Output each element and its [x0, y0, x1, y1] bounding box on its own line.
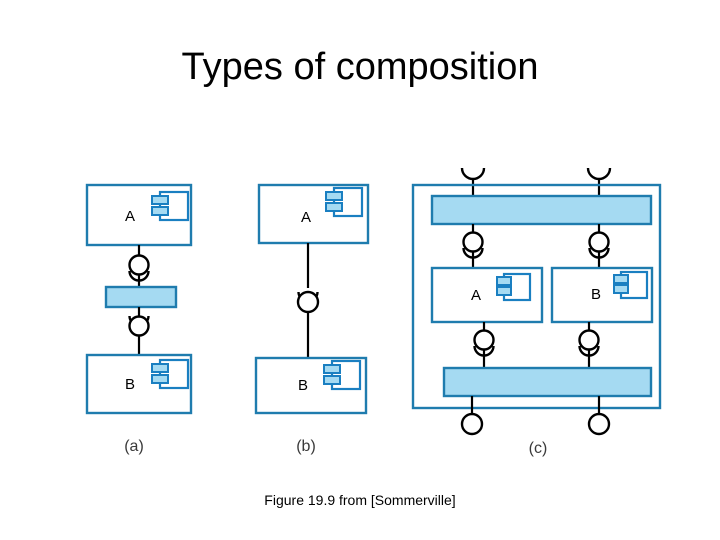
figure-c-required-interface-right: [586, 167, 612, 198]
uml-component-icon: [323, 359, 362, 391]
composition-bar-top[interactable]: [430, 194, 653, 226]
figure-label-c: (c): [528, 440, 548, 457]
composite-component-container[interactable]: [411, 183, 662, 410]
figure-c-connector-bottom-left: [473, 322, 495, 368]
composition-bar-bottom[interactable]: [442, 366, 653, 398]
figure-c-connector-bottom-right: [578, 322, 600, 368]
figure-label-b: (b): [296, 438, 316, 455]
figure-b-component-b[interactable]: B: [254, 356, 368, 415]
component-box-outline: [257, 183, 370, 245]
figure-a: A: [85, 183, 193, 415]
provided-interface-ball-icon: [296, 290, 320, 314]
figure-a-component-b[interactable]: B: [85, 353, 193, 415]
figure-label-a: (a): [124, 438, 144, 455]
figure-b-component-a[interactable]: A: [257, 183, 370, 245]
component-box-outline: [430, 266, 544, 324]
figure-c-required-interface-left: [460, 167, 486, 198]
figure-c-provided-interface-right: [587, 396, 611, 436]
figure-c-component-b[interactable]: B: [550, 266, 654, 324]
provided-interface-ball-icon: [128, 315, 150, 337]
provided-interface-ball-icon: [128, 254, 150, 276]
figure-c-connector-top-left: [462, 224, 484, 268]
uml-component-icon: [151, 358, 190, 390]
component-letter: B: [125, 376, 135, 393]
figure-caption: Figure 19.9 from [Sommerville]: [264, 492, 456, 508]
uml-component-icon: [613, 270, 649, 300]
component-box-outline: [254, 356, 368, 415]
component-letter: B: [298, 377, 308, 394]
figure-b: A B: [254, 183, 370, 415]
uml-component-icon: [151, 190, 190, 222]
component-box-outline: [550, 266, 654, 324]
component-letter: A: [125, 208, 135, 225]
figure-a-component-a[interactable]: A: [85, 183, 193, 247]
figure-c: A B: [411, 167, 662, 436]
figure-c-provided-interface-left: [460, 396, 484, 436]
figure-c-connector-top-right: [588, 224, 610, 268]
uml-component-icon: [325, 186, 364, 218]
composition-bar[interactable]: [104, 285, 178, 309]
figure-c-component-a[interactable]: A: [430, 266, 544, 324]
component-letter: B: [591, 286, 601, 303]
uml-component-icon: [496, 272, 532, 302]
component-letter: A: [301, 209, 311, 226]
component-letter: A: [471, 287, 481, 304]
component-box-outline: [85, 353, 193, 415]
page-title: Types of composition: [181, 46, 539, 88]
